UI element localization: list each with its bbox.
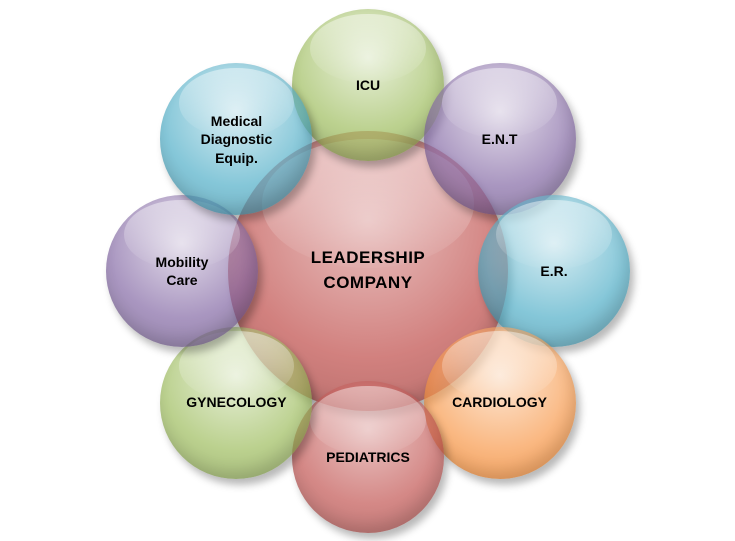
node-label: PEDIATRICS [326, 448, 410, 465]
node-e-n-t: E.N.T [423, 63, 576, 216]
node-label: E.N.T [481, 131, 518, 148]
gloss-highlight [441, 331, 558, 401]
gloss-highlight [441, 68, 558, 138]
gloss-highlight [310, 385, 426, 456]
node-pediatrics: PEDIATRICS [292, 381, 444, 533]
node-icu: ICU [292, 9, 444, 161]
gloss-highlight [496, 199, 612, 270]
node-label: ICU [355, 76, 381, 93]
node-e-r: E.R. [478, 195, 630, 347]
node-label: Medical Diagnostic Equip. [200, 113, 273, 166]
gloss-highlight [310, 13, 426, 84]
node-label: E.R. [540, 262, 568, 279]
node-gynecology: GYNECOLOGY [160, 326, 313, 479]
node-cardiology: CARDIOLOGY [423, 326, 576, 479]
node-label: CARDIOLOGY [452, 394, 547, 411]
node-label: GYNECOLOGY [186, 394, 287, 411]
node-medical-diagnostic-equip: Medical Diagnostic Equip. [160, 63, 313, 216]
node-mobility-care: Mobility Care [106, 195, 258, 347]
node-label: Mobility Care [155, 253, 209, 288]
center-node-label: LEADERSHIP COMPANY [310, 248, 426, 292]
